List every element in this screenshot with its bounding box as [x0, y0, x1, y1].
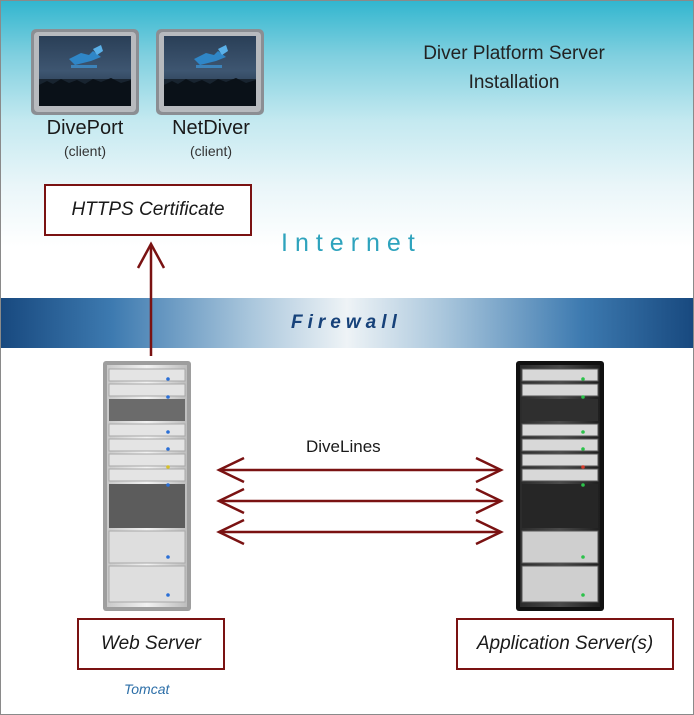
- double-arrow-icon: [216, 456, 504, 484]
- double-arrow-icon: [216, 518, 504, 546]
- arrow-up-icon: [136, 241, 166, 356]
- title-line-1: Diver Platform Server: [423, 43, 605, 64]
- server-rack-icon: [103, 361, 191, 611]
- internet-label: Internet: [281, 229, 422, 257]
- client-name-diveport: DivePort: [46, 117, 124, 139]
- https-certificate-label: HTTPS Certificate: [71, 199, 225, 220]
- client-name-netdiver: NetDiver: [172, 117, 250, 139]
- client-sub-diveport: (client): [63, 143, 106, 159]
- web-server-label: Web Server: [101, 633, 201, 654]
- monitor-icon: [31, 29, 139, 115]
- https-certificate-box: HTTPS Certificate: [44, 184, 252, 236]
- firewall-band: [1, 298, 693, 348]
- server-rack-icon: [516, 361, 604, 611]
- application-server-box: Application Server(s): [456, 618, 674, 670]
- client-sub-netdiver: (client): [189, 143, 232, 159]
- title-line-2: Installation: [468, 72, 560, 93]
- firewall-label: Firewall: [291, 312, 402, 333]
- tomcat-label: Tomcat: [124, 681, 170, 697]
- web-server-box: Web Server: [77, 618, 225, 670]
- double-arrow-icon: [216, 487, 504, 515]
- application-server-label: Application Server(s): [476, 633, 654, 654]
- monitor-icon: [156, 29, 264, 115]
- diagram-title: Diver Platform Server Installation: [399, 39, 629, 97]
- divelines-label: DiveLines: [306, 437, 381, 456]
